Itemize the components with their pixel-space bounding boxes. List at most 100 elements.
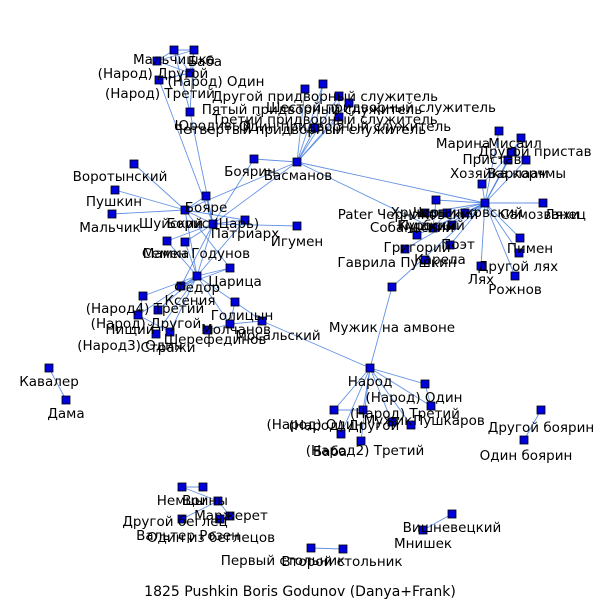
graph-edge	[296, 127, 316, 163]
node-label: Другой лях	[478, 259, 558, 275]
graph-node	[306, 543, 316, 553]
node-label: Мужик	[364, 413, 413, 429]
node-label: Ляхи	[544, 207, 579, 223]
node-label: Четвертый придворный служитель	[174, 122, 426, 138]
node-label: Гаврила Пушкин	[337, 255, 456, 271]
node-label: Борис (Царь)	[167, 216, 259, 232]
graph-edge	[484, 159, 527, 204]
graph-node	[152, 56, 162, 66]
graph-edge	[155, 275, 198, 335]
graph-edge	[137, 314, 171, 333]
graph-edge	[449, 202, 486, 246]
graph-node	[480, 198, 490, 208]
node-label: Поэт	[441, 237, 475, 253]
graph-node	[445, 240, 455, 250]
node-label: Мосальский	[235, 328, 320, 344]
graph-edge	[184, 209, 231, 269]
graph-node	[198, 482, 208, 492]
graph-node	[208, 219, 218, 229]
graph-edge	[480, 202, 486, 267]
graph-node	[358, 405, 368, 415]
node-label: Баба	[188, 54, 222, 70]
graph-edge	[296, 88, 306, 163]
graph-node	[61, 395, 71, 405]
graph-node	[225, 319, 235, 329]
graph-edge	[234, 301, 263, 322]
graph-edge	[158, 72, 191, 81]
graph-node	[169, 45, 179, 55]
graph-edge	[446, 202, 486, 214]
graph-node	[318, 79, 328, 89]
graph-edge	[166, 223, 214, 242]
graph-node	[44, 363, 54, 373]
node-label: Шестой придворный служитель	[266, 100, 496, 116]
node-label: Народ	[348, 374, 393, 390]
node-label: (Народ) Другой	[98, 66, 209, 82]
node-label: Юродивый	[175, 118, 252, 134]
graph-node	[516, 133, 526, 143]
node-label: Шуйский	[139, 216, 203, 232]
graph-edge	[181, 500, 219, 520]
node-label: Мнишек	[394, 536, 452, 552]
graph-edge	[484, 130, 500, 204]
graph-node	[192, 271, 202, 281]
node-label: Собаньский	[370, 220, 454, 236]
graph-edge	[296, 161, 434, 229]
node-label: Федор	[174, 280, 220, 296]
node-label: Второй стольник	[281, 554, 402, 570]
graph-node	[185, 107, 195, 117]
graph-edge	[166, 240, 198, 277]
node-label: Маржерет	[194, 508, 268, 524]
graph-edge	[484, 202, 520, 254]
graph-edge	[310, 547, 344, 550]
graph-edge	[340, 367, 371, 435]
graph-edge	[432, 199, 437, 229]
node-label: Игумен	[271, 234, 324, 250]
graph-edge	[196, 219, 246, 277]
graph-edge	[156, 60, 191, 74]
graph-node	[292, 157, 302, 167]
graph-edge	[296, 83, 324, 163]
graph-edge	[296, 161, 486, 204]
graph-node	[180, 205, 190, 215]
graph-node	[420, 208, 430, 218]
graph-edge	[181, 486, 219, 502]
graph-node	[412, 230, 422, 240]
graph-node	[338, 544, 348, 554]
node-label: Немцы	[157, 493, 206, 509]
node-label: Вальтер Розен	[136, 528, 240, 544]
graph-node	[356, 436, 366, 446]
node-label: (Народ) Третий	[105, 86, 215, 102]
node-label: Мужик на амвоне	[329, 320, 455, 336]
node-label: Баба	[313, 444, 347, 460]
graph-node	[110, 185, 120, 195]
node-label: (Народ) Один	[267, 417, 364, 433]
graph-node	[418, 525, 428, 535]
graph-edge	[169, 275, 198, 333]
node-label: (Народ4) Третий	[86, 301, 205, 317]
graph-node	[165, 327, 175, 337]
node-label: Вишневецкий	[403, 520, 502, 536]
graph-edge	[184, 161, 298, 211]
graph-edge	[296, 116, 340, 163]
graph-edge	[180, 223, 214, 287]
graph-node	[519, 435, 529, 445]
graph-node	[215, 514, 225, 524]
node-label: Мисаил	[488, 136, 542, 152]
graph-node	[428, 223, 438, 233]
node-label: Один из беглецов	[147, 530, 275, 546]
node-label: (Народ3) Один	[77, 338, 183, 354]
node-label: Другой пристав	[478, 144, 591, 160]
node-label: Ксения	[164, 293, 215, 309]
graph-edge	[114, 189, 186, 211]
diagram-caption: 1825 Pushkin Boris Godunov (Danya+Frank)	[144, 584, 456, 600]
node-label: Патриарх	[211, 226, 279, 242]
graph-node	[460, 208, 470, 218]
graph-edge	[523, 409, 542, 441]
graph-edge	[48, 367, 67, 401]
node-label: Третий придворный служитель	[211, 112, 437, 128]
graph-node	[426, 401, 436, 411]
graph-node	[133, 310, 143, 320]
